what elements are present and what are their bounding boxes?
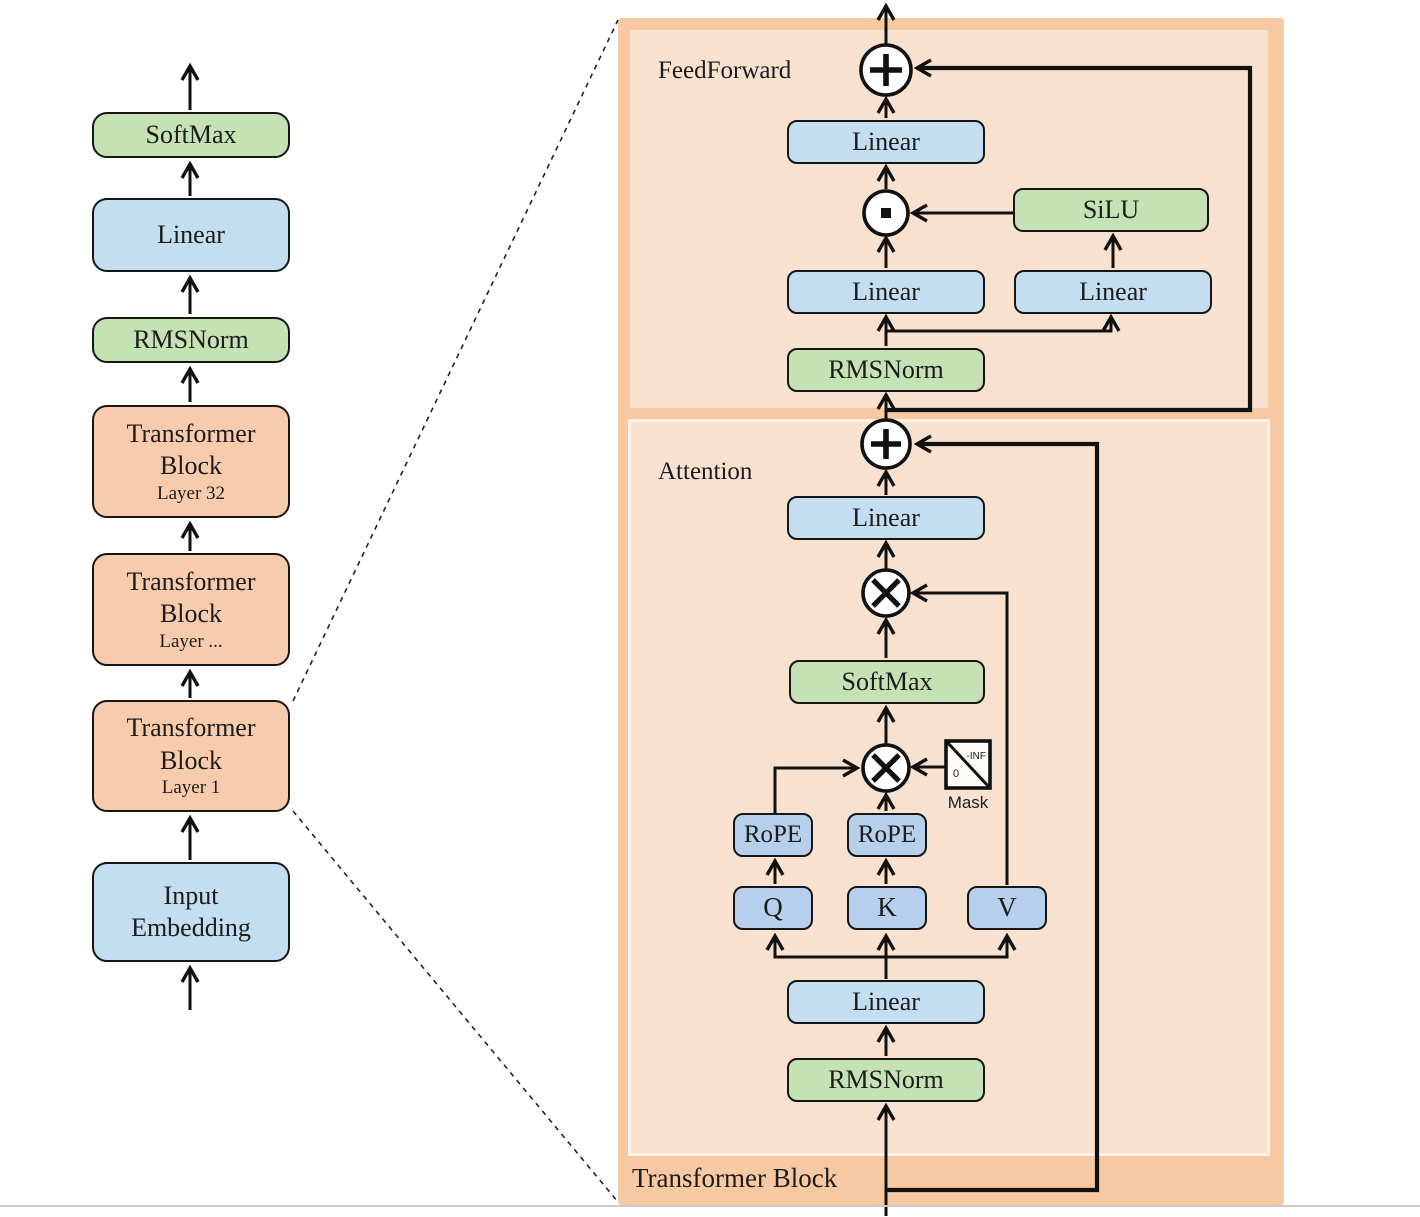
- attention-residual-line: [886, 434, 1100, 1193]
- query-label: Q: [763, 892, 783, 923]
- feedforward-section-title: FeedForward: [658, 57, 792, 84]
- transformer-block-panel-title: Transformer Block: [632, 1163, 838, 1193]
- attn-output-linear-block: Linear: [787, 496, 985, 540]
- mask-zero-value: 0: [953, 768, 959, 780]
- attention-arrows: [765, 468, 1017, 1216]
- attention-section-title: Attention: [658, 458, 753, 485]
- attn-qkv-linear-label: Linear: [852, 986, 920, 1016]
- ff-silu-label: SiLU: [1082, 194, 1140, 224]
- zoom-connector-line-top: [292, 19, 619, 702]
- mask-label: Mask: [948, 793, 989, 812]
- rope-q-block: RoPE: [733, 813, 813, 857]
- left-softmax-block: SoftMax: [92, 112, 290, 158]
- attn-rmsnorm-block: RMSNorm: [787, 1058, 985, 1102]
- transformer-block-1-sublabel: Layer 1: [161, 777, 221, 799]
- ff-output-linear-block: Linear: [787, 120, 985, 164]
- key-label: K: [877, 892, 897, 923]
- rope-k-block: RoPE: [847, 813, 927, 857]
- feedforward-residual-line: [886, 58, 1253, 413]
- ff-gate-linear-label: Linear: [852, 276, 920, 306]
- zoom-connector-line-bottom: [292, 810, 619, 1203]
- add-operator-feedforward-icon: [859, 43, 913, 97]
- ff-silu-block: SiLU: [1013, 188, 1209, 232]
- transformer-block-layer-32: Transformer Block Layer 32: [92, 405, 290, 518]
- ff-rmsnorm-block: RMSNorm: [787, 348, 985, 392]
- ff-output-linear-label: Linear: [852, 126, 920, 156]
- attention-panel: [628, 419, 1270, 1156]
- attn-qkv-linear-block: Linear: [787, 980, 985, 1024]
- key-block: K: [847, 886, 927, 930]
- rope-q-label: RoPE: [743, 821, 803, 849]
- left-rmsnorm-block: RMSNorm: [92, 317, 290, 363]
- rope-k-label: RoPE: [857, 821, 917, 849]
- transformer-block-layer-1: Transformer Block Layer 1: [92, 700, 290, 812]
- transformer-block-layer-dots: Transformer Block Layer ...: [92, 553, 290, 666]
- query-block: Q: [733, 886, 813, 930]
- ff-gate-linear-block: Linear: [787, 270, 985, 314]
- matmul-operator-qk-icon: [861, 743, 911, 793]
- ff-up-linear-label: Linear: [1079, 276, 1147, 306]
- left-linear-block: Linear: [92, 198, 290, 272]
- attn-rmsnorm-label: RMSNorm: [828, 1064, 944, 1094]
- ff-rmsnorm-label: RMSNorm: [828, 354, 944, 384]
- mask-inf-value: -INF: [967, 751, 986, 762]
- input-embedding-block: Input Embedding: [92, 862, 290, 962]
- ff-up-linear-block: Linear: [1014, 270, 1212, 314]
- transformer-block-dots-label: Transformer Block: [126, 566, 256, 629]
- attn-softmax-block: SoftMax: [789, 660, 985, 704]
- causal-mask-icon: -INF 0: [944, 739, 992, 790]
- transformer-block-32-label: Transformer Block: [126, 418, 256, 481]
- matmul-operator-values-icon: [861, 568, 911, 618]
- transformer-block-1-label: Transformer Block: [126, 713, 256, 775]
- transformer-block-32-sublabel: Layer 32: [156, 482, 226, 504]
- left-rmsnorm-label: RMSNorm: [133, 324, 249, 354]
- elementwise-product-operator-icon: [862, 189, 910, 237]
- feedforward-arrows: [876, 2, 1123, 419]
- page-bottom-rule: [0, 1205, 1420, 1207]
- transformer-block-dots-sublabel: Layer ...: [159, 630, 223, 652]
- input-embedding-label: Input Embedding: [131, 880, 251, 943]
- left-linear-label: Linear: [157, 219, 225, 249]
- attn-softmax-label: SoftMax: [841, 666, 933, 696]
- value-block: V: [967, 886, 1047, 930]
- left-softmax-label: SoftMax: [145, 119, 237, 149]
- add-operator-attention-icon: [860, 418, 912, 470]
- value-label: V: [997, 892, 1017, 923]
- attn-output-linear-label: Linear: [852, 502, 920, 532]
